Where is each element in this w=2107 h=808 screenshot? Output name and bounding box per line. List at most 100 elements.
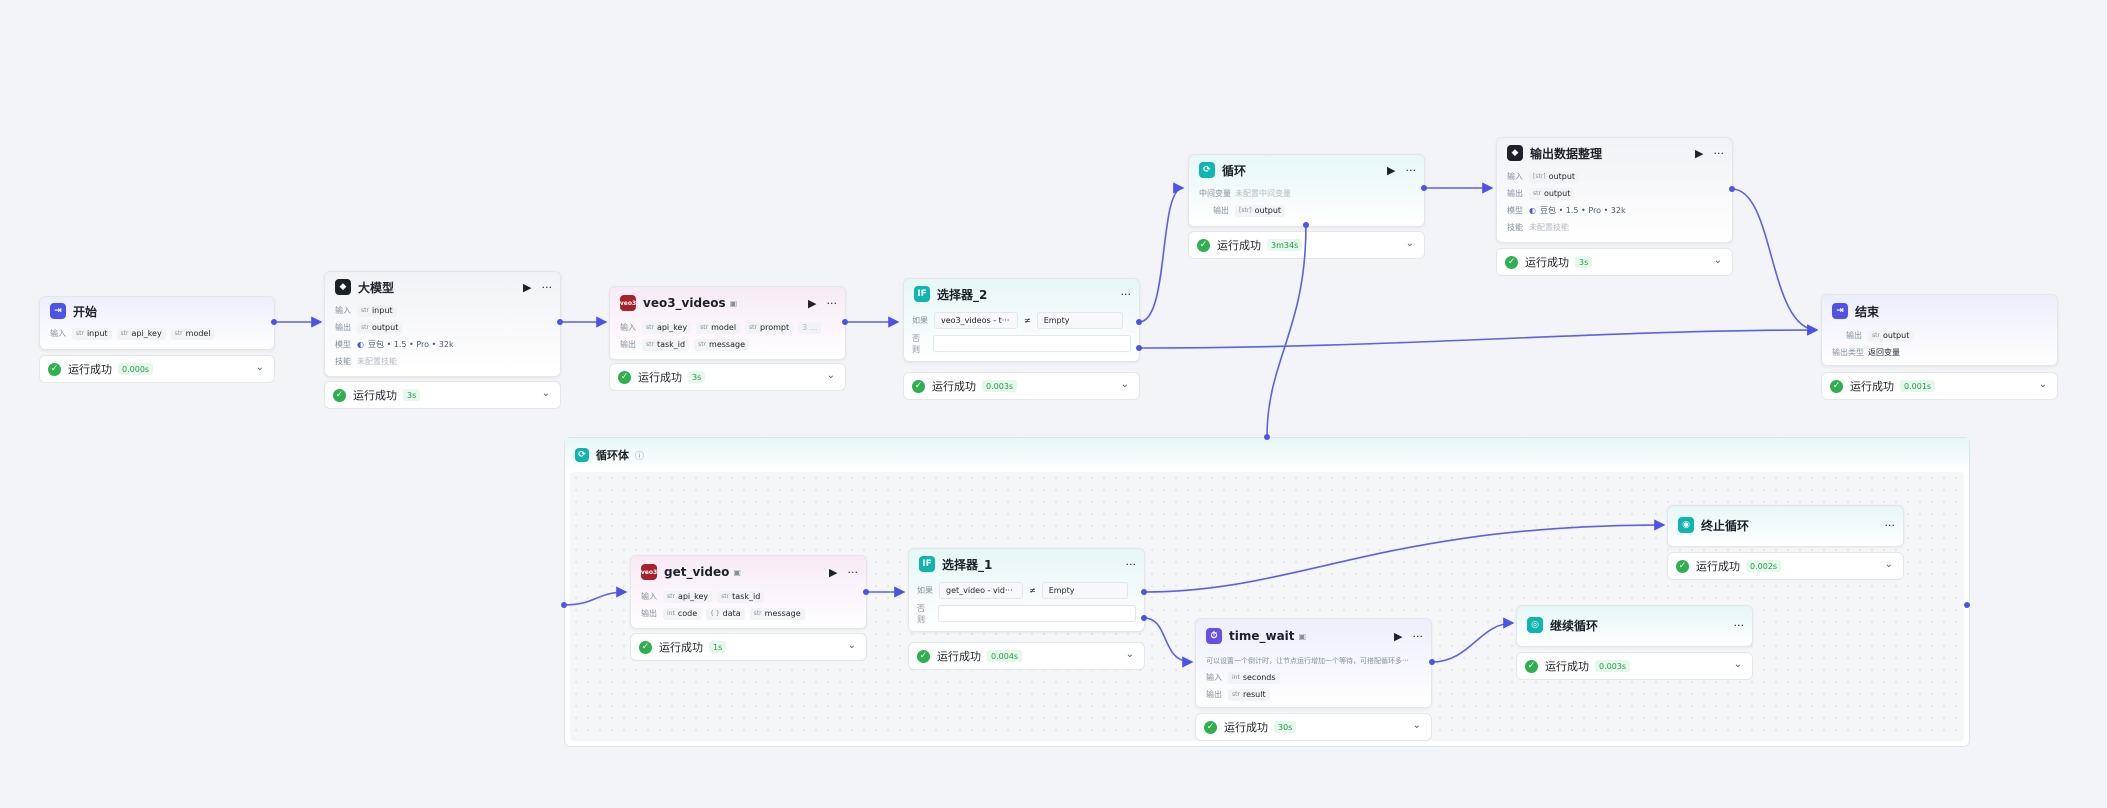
node-selector2[interactable]: IF 选择器_2 ··· 如果 veo3_videos - t··· ≠ Emp… bbox=[903, 278, 1140, 362]
more-icon[interactable]: ··· bbox=[1733, 618, 1745, 632]
node-stop-loop[interactable]: ◉ 终止循环 ··· bbox=[1667, 505, 1904, 547]
chevron-down-icon[interactable]: ⌄ bbox=[847, 640, 856, 651]
port-start-out[interactable] bbox=[271, 319, 277, 325]
node-selector1[interactable]: IF 选择器_1 ··· 如果 get_video - vid··· ≠ Emp… bbox=[908, 548, 1145, 632]
run-time: 0.001s bbox=[1900, 380, 1936, 392]
node-get-video-status[interactable]: ✓ 运行成功 1s ⌄ bbox=[630, 633, 867, 661]
if-branch: 如果 get_video - vid··· ≠ Empty bbox=[909, 579, 1144, 602]
port-body-in[interactable] bbox=[1264, 434, 1270, 440]
status-text: 运行成功 bbox=[68, 363, 112, 376]
more-icon[interactable]: ··· bbox=[1412, 629, 1424, 643]
more-icon[interactable]: ··· bbox=[541, 280, 553, 294]
node-stop-loop-status[interactable]: ✓ 运行成功 0.002s ⌄ bbox=[1667, 552, 1904, 580]
port-body-start[interactable] bbox=[561, 602, 567, 608]
run-time: 30s bbox=[1274, 721, 1297, 733]
status-text: 运行成功 bbox=[1224, 721, 1268, 734]
node-title: 选择器_1 bbox=[942, 557, 993, 572]
status-text: 运行成功 bbox=[1217, 239, 1261, 252]
skill-label: 技能 bbox=[1507, 223, 1523, 232]
node-end-status[interactable]: ✓ 运行成功 0.001s ⌄ bbox=[1821, 372, 2058, 400]
more-icon[interactable]: ··· bbox=[1120, 287, 1132, 301]
info-icon[interactable]: ⓘ bbox=[635, 451, 645, 462]
node-title: 循环 bbox=[1222, 163, 1247, 178]
chevron-down-icon[interactable]: ⌄ bbox=[2038, 379, 2047, 390]
node-time-wait-status[interactable]: ✓ 运行成功 30s ⌄ bbox=[1195, 713, 1432, 741]
chevron-down-icon[interactable]: ⌄ bbox=[255, 362, 264, 373]
port-body-end[interactable] bbox=[1964, 602, 1970, 608]
node-output-clean-status[interactable]: ✓ 运行成功 3s ⌄ bbox=[1496, 248, 1733, 276]
node-start-status[interactable]: ✓ 运行成功 0.000s ⌄ bbox=[39, 355, 275, 383]
chevron-down-icon[interactable]: ⌄ bbox=[1733, 659, 1742, 670]
more-icon[interactable]: ··· bbox=[1884, 518, 1896, 532]
run-icon[interactable]: ▶ bbox=[829, 565, 838, 579]
node-continue-loop[interactable]: ◎ 继续循环 ··· bbox=[1516, 605, 1753, 647]
chevron-down-icon[interactable]: ⌄ bbox=[1405, 238, 1414, 249]
run-icon[interactable]: ▶ bbox=[1695, 146, 1704, 160]
node-title: 结束 bbox=[1855, 304, 1880, 319]
loop-icon: ⟳ bbox=[575, 448, 589, 462]
more-icon[interactable]: ··· bbox=[1125, 557, 1137, 571]
run-time: 0.003s bbox=[982, 380, 1018, 392]
status-text: 运行成功 bbox=[1696, 560, 1740, 573]
skill-value: 未配置技能 bbox=[1529, 223, 1569, 232]
more-icon[interactable]: ··· bbox=[1713, 146, 1725, 160]
mid-var-label: 中间变量 bbox=[1199, 189, 1231, 198]
port-loop-body[interactable] bbox=[1303, 222, 1309, 228]
condition-right[interactable]: Empty bbox=[1036, 312, 1123, 329]
check-icon: ✓ bbox=[917, 649, 930, 663]
node-time-wait[interactable]: ⏱ time_wait ▣ ▶··· 可以设置一个倒计时，让节点运行增加一个等待… bbox=[1195, 618, 1432, 708]
more-icon[interactable]: ··· bbox=[847, 565, 859, 579]
port-selector1-else-out[interactable] bbox=[1141, 615, 1147, 621]
port-veo3-out[interactable] bbox=[842, 319, 848, 325]
run-icon[interactable]: ▶ bbox=[1387, 163, 1396, 177]
input-label: 输入 bbox=[1206, 673, 1222, 682]
port-selector2-else-out[interactable] bbox=[1136, 345, 1142, 351]
port-wait-out[interactable] bbox=[1429, 659, 1435, 665]
more-icon[interactable]: ··· bbox=[826, 296, 838, 310]
chevron-down-icon[interactable]: ⌄ bbox=[1884, 559, 1893, 570]
node-selector1-status[interactable]: ✓ 运行成功 0.004s ⌄ bbox=[908, 642, 1145, 670]
node-continue-loop-status[interactable]: ✓ 运行成功 0.003s ⌄ bbox=[1516, 652, 1753, 680]
chevron-down-icon[interactable]: ⌄ bbox=[1412, 720, 1421, 731]
node-llm-status[interactable]: ✓ 运行成功 3s ⌄ bbox=[324, 381, 561, 409]
more-icon[interactable]: ··· bbox=[1405, 163, 1417, 177]
condition-left[interactable]: get_video - vid··· bbox=[939, 582, 1023, 599]
condition-left[interactable]: veo3_videos - t··· bbox=[934, 312, 1018, 329]
port-llm-out[interactable] bbox=[557, 319, 563, 325]
status-text: 运行成功 bbox=[659, 641, 703, 654]
node-description: 可以设置一个倒计时，让节点运行增加一个等待，可搭配循环多··· bbox=[1206, 657, 1409, 665]
condition-right[interactable]: Empty bbox=[1041, 582, 1128, 599]
chevron-down-icon[interactable]: ⌄ bbox=[826, 370, 835, 381]
run-icon[interactable]: ▶ bbox=[1394, 629, 1403, 643]
more-vars-tag[interactable]: 3 ... bbox=[798, 321, 822, 334]
port-loop-out[interactable] bbox=[1421, 185, 1427, 191]
chevron-down-icon[interactable]: ⌄ bbox=[541, 388, 550, 399]
node-selector2-status[interactable]: ✓ 运行成功 0.003s ⌄ bbox=[903, 372, 1140, 400]
llm-icon: ◆ bbox=[1507, 145, 1523, 161]
port-selector2-if-out[interactable] bbox=[1136, 319, 1142, 325]
mid-var-value: 未配置中间变量 bbox=[1235, 189, 1291, 198]
port-getvideo-out[interactable] bbox=[863, 589, 869, 595]
run-icon[interactable]: ▶ bbox=[808, 296, 817, 310]
port-selector1-if-out[interactable] bbox=[1141, 589, 1147, 595]
node-loop-status[interactable]: ✓ 运行成功 3m34s ⌄ bbox=[1188, 231, 1425, 259]
node-loop[interactable]: ⟳ 循环 ▶··· 中间变量未配置中间变量 输出[str]output bbox=[1188, 154, 1425, 227]
run-icon[interactable]: ▶ bbox=[523, 280, 532, 294]
node-veo3-status[interactable]: ✓ 运行成功 3s ⌄ bbox=[609, 363, 846, 391]
port-output-out[interactable] bbox=[1729, 186, 1735, 192]
chevron-down-icon[interactable]: ⌄ bbox=[1125, 649, 1134, 660]
chevron-down-icon[interactable]: ⌄ bbox=[1120, 379, 1129, 390]
chevron-down-icon[interactable]: ⌄ bbox=[1713, 255, 1722, 266]
